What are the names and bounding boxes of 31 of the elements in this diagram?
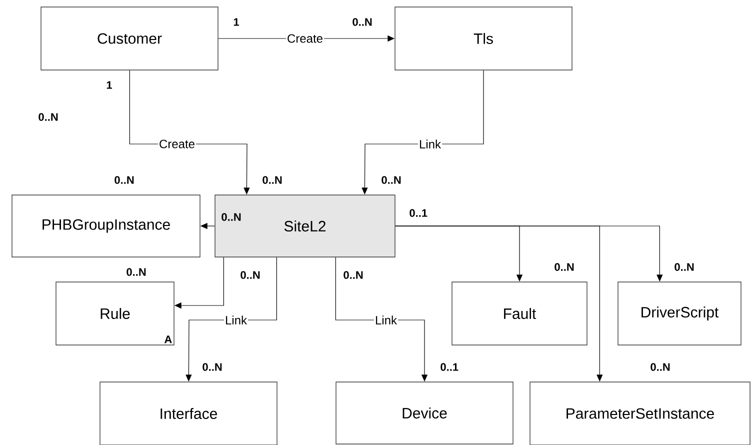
multiplicity-label: 0..N xyxy=(126,268,146,276)
class-box: PHBGroupInstance xyxy=(12,194,200,258)
multiplicity-label: 0..1 xyxy=(410,209,428,217)
multiplicity-label: 0..N xyxy=(650,363,670,371)
multiplicity-label: 0..N xyxy=(382,176,401,184)
multiplicity-label: 1 xyxy=(234,18,239,26)
class-box: Tls xyxy=(394,6,572,70)
edge-label: Create xyxy=(286,33,324,44)
class-box: Rule A xyxy=(56,282,174,346)
class-box: Customer xyxy=(40,6,218,70)
multiplicity-label: 0..N xyxy=(202,363,222,371)
multiplicity-label: 0..N xyxy=(240,271,260,279)
multiplicity-label: 0..N xyxy=(262,176,282,184)
class-box: ParameterSetInstance xyxy=(530,382,750,445)
edge-label: Link xyxy=(374,314,398,326)
class-box: Fault xyxy=(452,282,588,346)
class-box: DriverScript xyxy=(618,282,742,346)
multiplicity-label: 0..N xyxy=(114,176,134,184)
multiplicity-label: 0..N xyxy=(554,263,574,271)
class-box: Device xyxy=(336,382,514,444)
multiplicity-label: 0..N xyxy=(38,113,58,121)
multiplicity-label: 0..N xyxy=(674,263,694,271)
multiplicity-label: 0..1 xyxy=(440,363,458,371)
edge-label: Link xyxy=(224,314,248,326)
edge-label: Create xyxy=(158,138,196,150)
multiplicity-label: 0..N xyxy=(222,213,241,221)
multiplicity-label: 1 xyxy=(106,81,112,89)
class-box: Interface xyxy=(100,382,278,445)
multiplicity-label: 0..N xyxy=(352,18,372,26)
edge-label: Link xyxy=(418,138,442,150)
multiplicity-label: 0..N xyxy=(344,271,363,279)
